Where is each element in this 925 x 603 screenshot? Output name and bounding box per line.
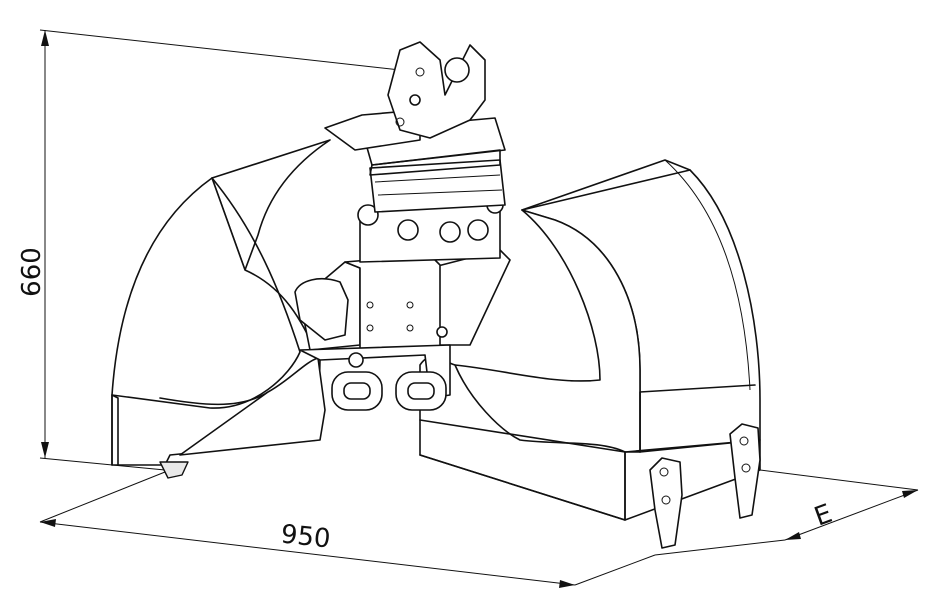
- left-shell: [111, 139, 331, 479]
- rotator-head: [324, 41, 506, 263]
- tooth-front: [649, 457, 683, 549]
- height-dimension: 660: [17, 29, 401, 471]
- width-dimension: 950: [39, 471, 656, 588]
- width-label: 950: [279, 520, 332, 555]
- depth-dimension: E: [654, 469, 919, 556]
- right-shell: [419, 159, 761, 521]
- tooth-back: [729, 423, 761, 519]
- depth-label: E: [810, 499, 836, 533]
- central-frame: [294, 249, 511, 411]
- height-label: 660: [17, 247, 47, 297]
